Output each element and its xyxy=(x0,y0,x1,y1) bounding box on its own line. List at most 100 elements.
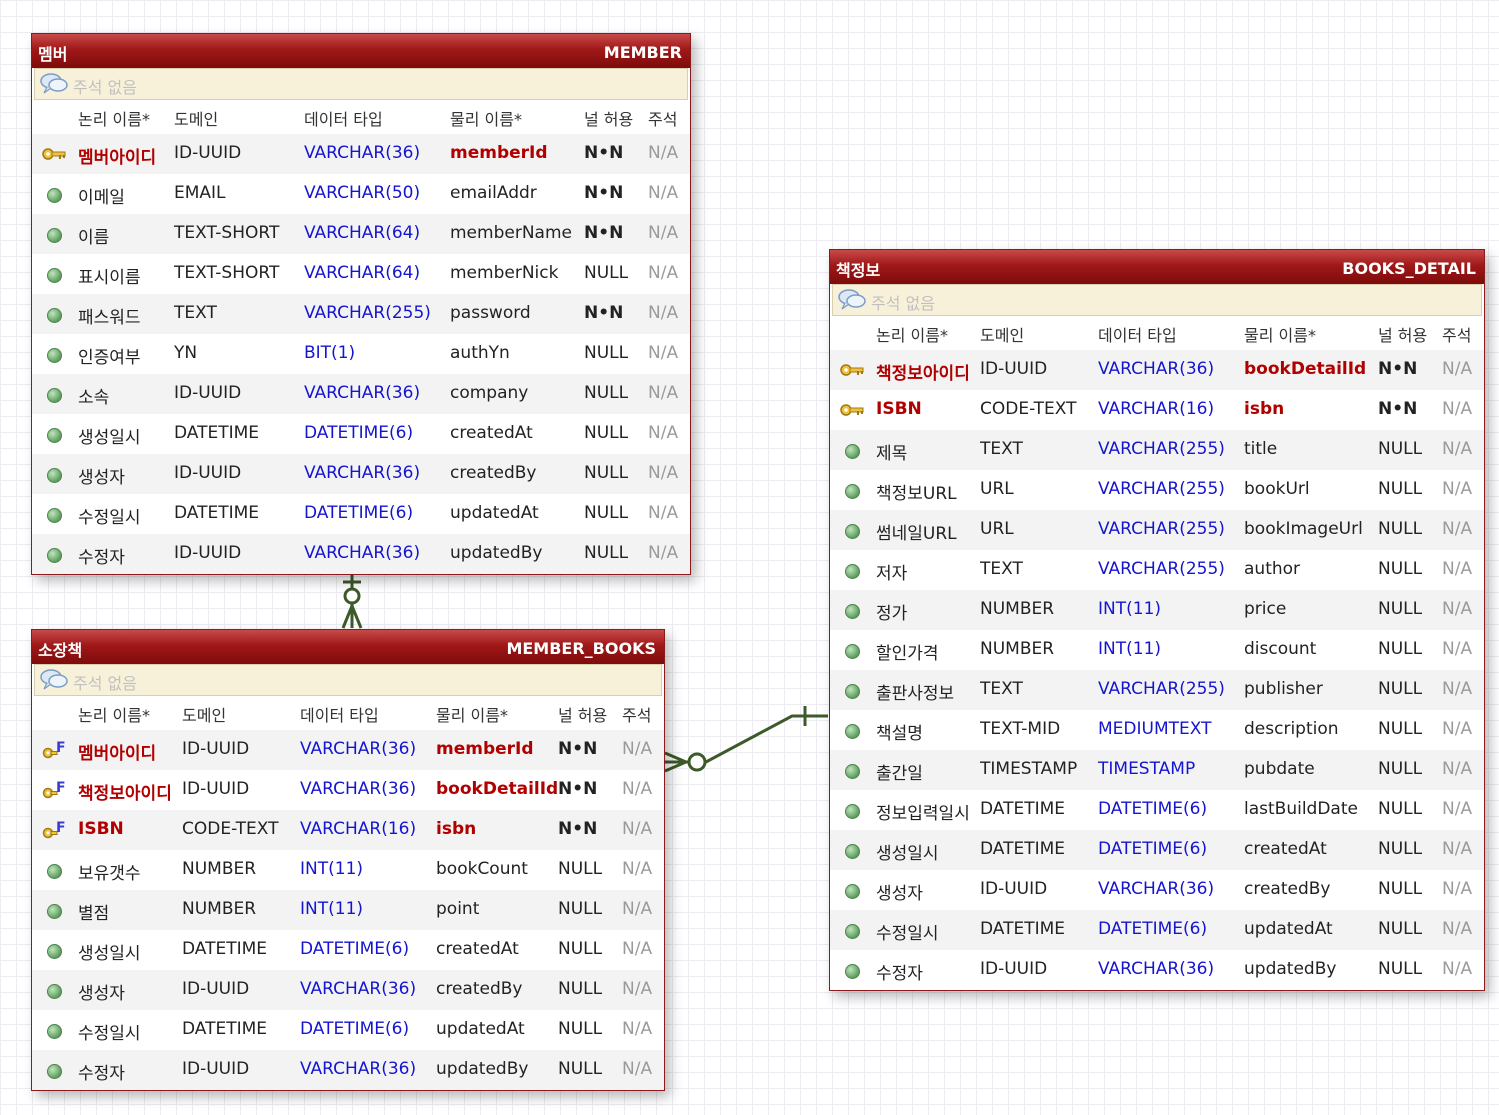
column-nullable: NULL xyxy=(584,423,629,443)
column-domain: ID-UUID xyxy=(182,1059,250,1079)
comment-text: 주석 없음 xyxy=(871,294,935,313)
entity-comment[interactable]: 주석 없음 xyxy=(34,68,688,100)
attribute-icon xyxy=(840,839,864,861)
attribute-icon xyxy=(42,263,66,285)
attribute-icon xyxy=(42,223,66,245)
zero-mark xyxy=(343,587,361,605)
comment-text: 주석 없음 xyxy=(73,674,137,693)
column-comment: N/A xyxy=(1442,479,1473,499)
column-logical-name: 생성일시 xyxy=(78,944,141,964)
column-domain: DATETIME xyxy=(980,799,1066,819)
header-comment: 주석 xyxy=(1442,326,1472,345)
column-comment: N/A xyxy=(1442,839,1473,859)
column-comment: N/A xyxy=(648,223,679,243)
column-domain: ID-UUID xyxy=(182,979,250,999)
column-physical-name: createdBy xyxy=(1244,879,1331,899)
primary-foreign-key-icon: F xyxy=(42,779,66,801)
attribute-icon xyxy=(840,759,864,781)
column-physical-name: updatedBy xyxy=(1244,959,1337,979)
column-domain: URL xyxy=(980,479,1014,499)
entity-comment[interactable]: 주석 없음 xyxy=(832,284,1482,316)
entity-comment[interactable]: 주석 없음 xyxy=(34,664,662,696)
column-domain: TIMESTAMP xyxy=(980,759,1078,779)
crow-foot-bottom xyxy=(664,760,687,773)
header-nullable: 널 허용 xyxy=(1378,326,1428,345)
column-logical-name: 인증여부 xyxy=(78,348,141,368)
column-domain: TEXT xyxy=(980,679,1023,699)
column-logical-name: 별점 xyxy=(78,904,110,924)
column-comment: N/A xyxy=(648,143,679,163)
column-comment: N/A xyxy=(648,503,679,523)
column-logical-name: 수정일시 xyxy=(78,1024,141,1044)
column-domain: ID-UUID xyxy=(174,383,242,403)
column-data-type: VARCHAR(36) xyxy=(1098,359,1215,379)
column-data-type: DATETIME(6) xyxy=(300,939,410,959)
header-domain: 도메인 xyxy=(182,706,227,725)
entity-physical-name: MEMBER xyxy=(603,43,682,62)
column-domain: TEXT xyxy=(174,303,217,323)
header-physical-name: 물리 이름* xyxy=(1244,326,1316,345)
column-data-type: DATETIME(6) xyxy=(304,423,414,443)
entity-header[interactable]: 멤버 MEMBER xyxy=(32,34,690,68)
comment-icon xyxy=(838,289,866,310)
entity-logical-name: 멤버 xyxy=(38,45,68,64)
column-comment: N/A xyxy=(648,463,679,483)
attribute-icon xyxy=(42,979,66,1001)
column-data-type: VARCHAR(36) xyxy=(1098,959,1215,979)
column-comment: N/A xyxy=(1442,759,1473,779)
column-nullable: NULL xyxy=(584,343,629,363)
column-nullable: NULL xyxy=(1378,879,1423,899)
column-data-type: VARCHAR(16) xyxy=(300,819,417,839)
column-physical-name: createdAt xyxy=(1244,839,1327,859)
column-data-type: DATETIME(6) xyxy=(1098,839,1208,859)
column-comment: N/A xyxy=(622,899,653,919)
column-comment: N/A xyxy=(648,303,679,323)
column-nullable: NULL xyxy=(558,939,603,959)
